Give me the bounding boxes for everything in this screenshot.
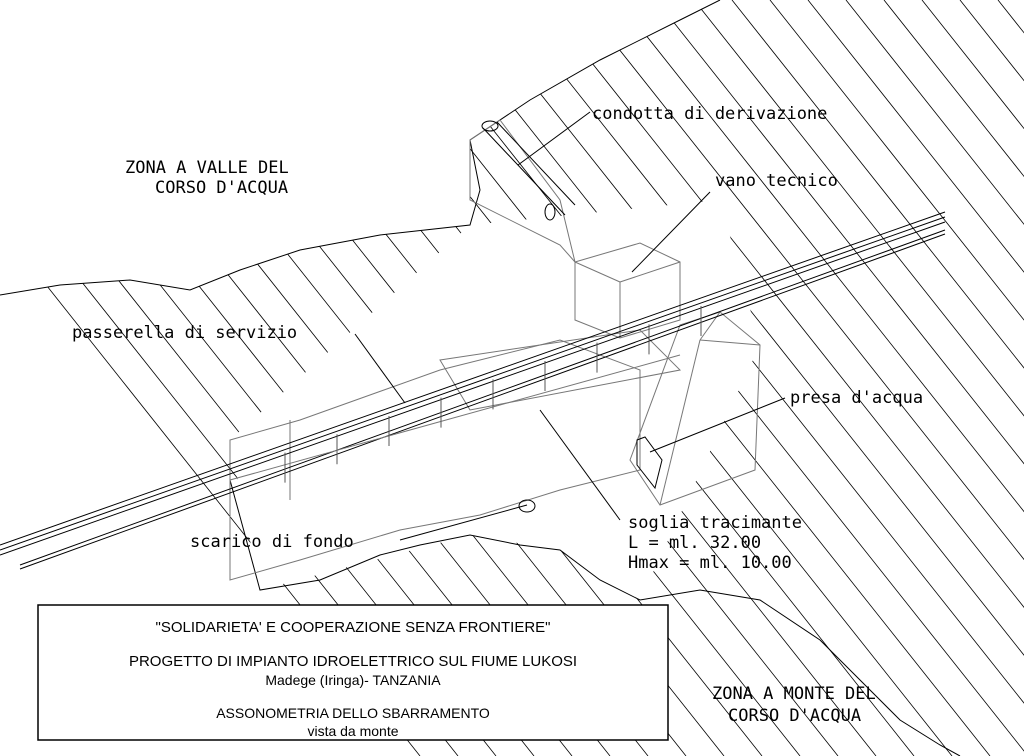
contour-line xyxy=(579,0,1024,561)
contour-line xyxy=(921,0,1024,130)
title-location: Madege (Iringa)- TANZANIA xyxy=(265,672,441,688)
dam-body xyxy=(229,339,641,581)
pipe-end xyxy=(481,120,499,132)
label-scarico: scarico di fondo xyxy=(190,532,354,552)
contour-line xyxy=(465,0,1024,704)
contour-line xyxy=(617,0,1024,513)
contour-line xyxy=(883,0,1024,178)
intake-grille xyxy=(636,436,663,490)
title-project: PROGETTO DI IMPIANTO IDROELETTRICO SUL F… xyxy=(129,653,577,670)
contour-line xyxy=(655,0,1024,465)
riverbed-area xyxy=(230,200,760,600)
label-downstream-zone-2: CORSO D'ACQUA xyxy=(155,178,288,198)
contour-line xyxy=(845,0,1024,225)
service-walkway xyxy=(0,211,946,570)
contour-line xyxy=(807,0,1024,273)
title-view: vista da monte xyxy=(307,723,398,739)
label-downstream-zone-1: ZONA A VALLE DEL xyxy=(125,158,289,178)
title-drawing: ASSONOMETRIA DELLO SBARRAMENTO xyxy=(216,705,490,721)
title-block xyxy=(37,604,669,741)
label-soglia-hmax: Hmax = ml. 10.00 xyxy=(628,553,792,573)
label-upstream-zone-2: CORSO D'ACQUA xyxy=(728,706,861,726)
label-condotta: condotta di derivazione xyxy=(592,104,827,124)
label-soglia: soglia tracimante xyxy=(628,513,802,533)
label-soglia-length: L = ml. 32.00 xyxy=(628,533,761,553)
contour-line xyxy=(693,0,1024,417)
terrain-edge-bottom xyxy=(229,479,961,756)
title-org: "SOLIDARIETA' E COOPERAZIONE SENZA FRONT… xyxy=(156,619,551,636)
pipe-ring xyxy=(544,203,556,221)
contour-line xyxy=(769,0,1024,321)
label-presa: presa d'acqua xyxy=(790,388,923,408)
technical-room xyxy=(574,242,681,339)
contour-line xyxy=(997,0,1024,34)
terrain-edge-left xyxy=(0,0,721,296)
label-upstream-zone-1: ZONA A MONTE DEL xyxy=(712,684,876,704)
downstream-area xyxy=(0,0,720,295)
bottom-outlet xyxy=(518,499,536,513)
label-vano-tecnico: vano tecnico xyxy=(715,171,838,191)
label-passerella: passerella di servizio xyxy=(72,323,297,343)
derivation-pipe xyxy=(482,121,576,216)
pipe-block xyxy=(469,119,576,263)
contour-line xyxy=(731,0,1024,369)
leader-lines xyxy=(354,111,786,541)
contour-line xyxy=(503,0,1024,656)
contour-line xyxy=(541,0,1024,608)
